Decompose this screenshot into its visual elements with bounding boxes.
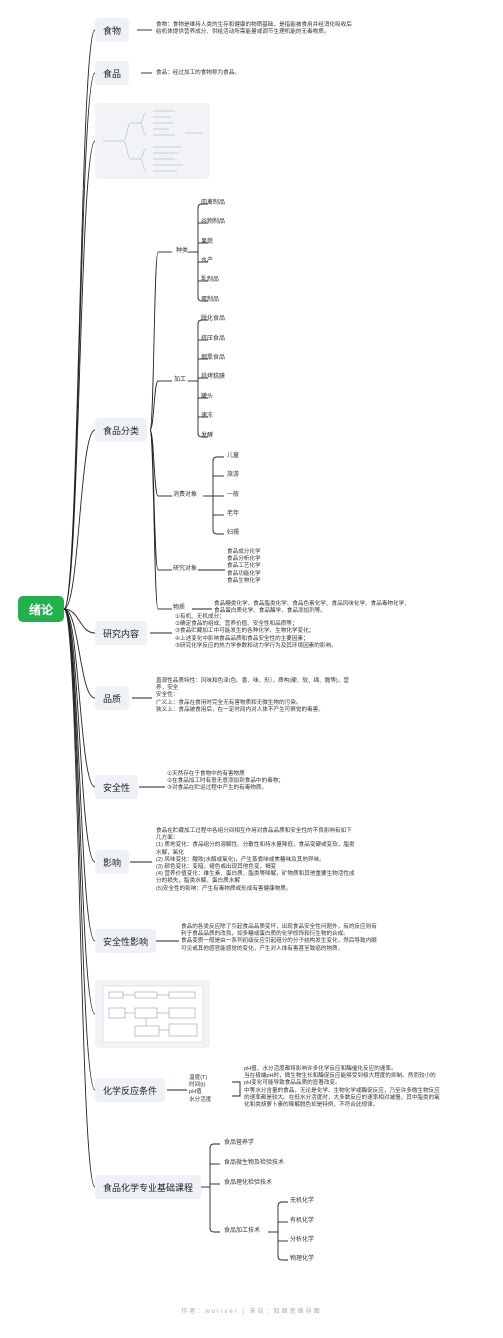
conditions-list: 温度(T)时间(t) pH值水分活度 — [189, 1075, 212, 1103]
connector — [197, 319, 208, 325]
connector — [197, 432, 208, 438]
course-microbiology[interactable]: 食品微生物及检验技术 — [224, 1160, 285, 1166]
note-foodstuff: 食品：经过加工的食物称为食品。 — [156, 70, 240, 76]
thumbnail-sketch — [103, 110, 203, 172]
connector — [149, 429, 159, 571]
note-food: 食物：食物是维持人类的生存和健康的物质基础，是指能被食用并经消化吸收后给机体提供… — [156, 22, 352, 36]
leaf-elderly[interactable]: 老年 — [227, 511, 240, 517]
connector — [63, 608, 96, 1188]
connector — [212, 529, 224, 535]
leaf-women-infants[interactable]: 妇孺 — [227, 530, 240, 536]
leaf-fruit-veg[interactable]: 果蔬 — [201, 239, 214, 245]
leaf-canned[interactable]: 罐头 — [201, 394, 214, 400]
leaf-baked[interactable]: 焙烤糕膜 — [201, 374, 226, 380]
connector — [63, 140, 96, 610]
leaf-grain[interactable]: 谷物制品 — [201, 219, 226, 225]
topic-reaction-conditions[interactable]: 化学反应条件 — [95, 1078, 166, 1102]
course-inorganic-chem[interactable]: 无机化学 — [290, 1198, 315, 1204]
footer-credit: 作者：wnriver | 来自：知犀思维导图 — [181, 1309, 322, 1315]
leaf-meat[interactable]: 肉禽制品 — [201, 200, 226, 206]
connector — [212, 456, 224, 462]
leaf-substances: 食品糖类化学、食品脂类化学、食品色素化学、食品风味化学、食品毒物化学、 食品蛋白… — [214, 601, 410, 615]
leaf-dehydrated[interactable]: 脱化食品 — [201, 316, 226, 322]
connector — [209, 1143, 220, 1149]
group-substance[interactable]: 物质 — [173, 605, 186, 611]
leaf-smoked[interactable]: 烟熏食品 — [201, 355, 226, 361]
connector — [63, 608, 96, 1015]
connector — [149, 429, 159, 610]
leaf-children[interactable]: 儿童 — [227, 453, 240, 459]
connector — [63, 429, 96, 610]
connector — [63, 608, 96, 699]
note-quality: 直观性品质特性：风味和色泽(色、香、味、形），质构(硬、软、绵、脆等)，营养，安… — [156, 678, 349, 713]
topic-safety[interactable]: 安全性 — [95, 775, 139, 799]
connector — [209, 1227, 220, 1233]
mindmap-thumbnail-image — [95, 103, 210, 179]
leaf-aquatic[interactable]: 水产 — [201, 258, 214, 264]
course-processing[interactable]: 食品加工技术 — [224, 1228, 261, 1234]
group-research-object[interactable]: 研究对象 — [173, 566, 198, 572]
leaf-fermented[interactable]: 发酵 — [201, 433, 214, 439]
leaf-extruded[interactable]: 挤压食品 — [201, 336, 226, 342]
topic-food-classification[interactable]: 食品分类 — [95, 418, 148, 442]
connector — [197, 296, 208, 302]
course-physical-chem[interactable]: 物理化学 — [290, 1256, 315, 1262]
course-organic-chem[interactable]: 有机化学 — [290, 1218, 315, 1224]
course-nutrition[interactable]: 食品营养学 — [224, 1140, 255, 1146]
root-node[interactable]: 绪论 — [18, 596, 64, 622]
connector — [149, 380, 159, 431]
leaf-travel[interactable]: 旅游 — [227, 472, 240, 478]
connector — [63, 608, 96, 634]
flow-diagram-thumbnail-image — [95, 980, 210, 1048]
topic-research-content[interactable]: 研究内容 — [95, 621, 148, 645]
leaf-egg[interactable]: 蛋制品 — [201, 297, 220, 303]
connector — [63, 608, 96, 788]
connector — [149, 429, 159, 497]
course-physicochemical[interactable]: 食品理化检验技术 — [224, 1180, 273, 1186]
group-consumer[interactable]: 消费对象 — [173, 492, 198, 498]
leaf-frozen[interactable]: 速冻 — [201, 413, 214, 419]
connector — [63, 608, 96, 1091]
connector — [149, 251, 159, 431]
topic-foodstuff[interactable]: 食品 — [95, 61, 130, 85]
group-processing[interactable]: 加工 — [174, 377, 187, 383]
topic-safety-impact[interactable]: 安全性影响 — [95, 929, 157, 953]
connector — [197, 203, 208, 209]
group-kind[interactable]: 种类 — [176, 248, 189, 254]
leaf-research-objects: 食品成分化学 食品分析化学 食品工艺化学 食品功能化学 食品生物化学 — [227, 549, 261, 584]
connector — [232, 1081, 241, 1097]
note-safety-impact: 食品的各类反应除了引起食品品质变坏，出现食品安全性问题外，有的反应则有利于食品品… — [181, 924, 377, 952]
connector — [63, 608, 96, 942]
topic-course[interactable]: 食品化学专业基础课程 — [95, 1175, 202, 1199]
connector — [63, 72, 96, 610]
connector — [277, 1201, 288, 1207]
leaf-general[interactable]: 一般 — [227, 492, 240, 498]
course-analytical-chem[interactable]: 分析化学 — [290, 1237, 315, 1243]
topic-impact[interactable]: 影响 — [95, 850, 130, 874]
topic-food[interactable]: 食物 — [95, 18, 130, 42]
note-conditions: pH值、水分活度都将影响许多化学反应和酶催化反应的速率。当在极端pH时，微生物生… — [244, 1066, 440, 1109]
leaf-dairy[interactable]: 乳制品 — [201, 277, 220, 283]
note-impact: 食品在贮藏加工过程中各组分间相互作用对食品品质和安全性的不良影响有如下几方面： … — [156, 828, 355, 892]
connector — [63, 608, 96, 863]
topic-quality[interactable]: 品质 — [95, 686, 130, 710]
connector — [277, 1255, 288, 1261]
flow-thumbnail-sketch — [102, 985, 204, 1043]
note-research: ①有机、无机成分；②确定食品的组成、营养价值、安全性和品质等； ③食品贮藏加工中… — [175, 614, 337, 649]
